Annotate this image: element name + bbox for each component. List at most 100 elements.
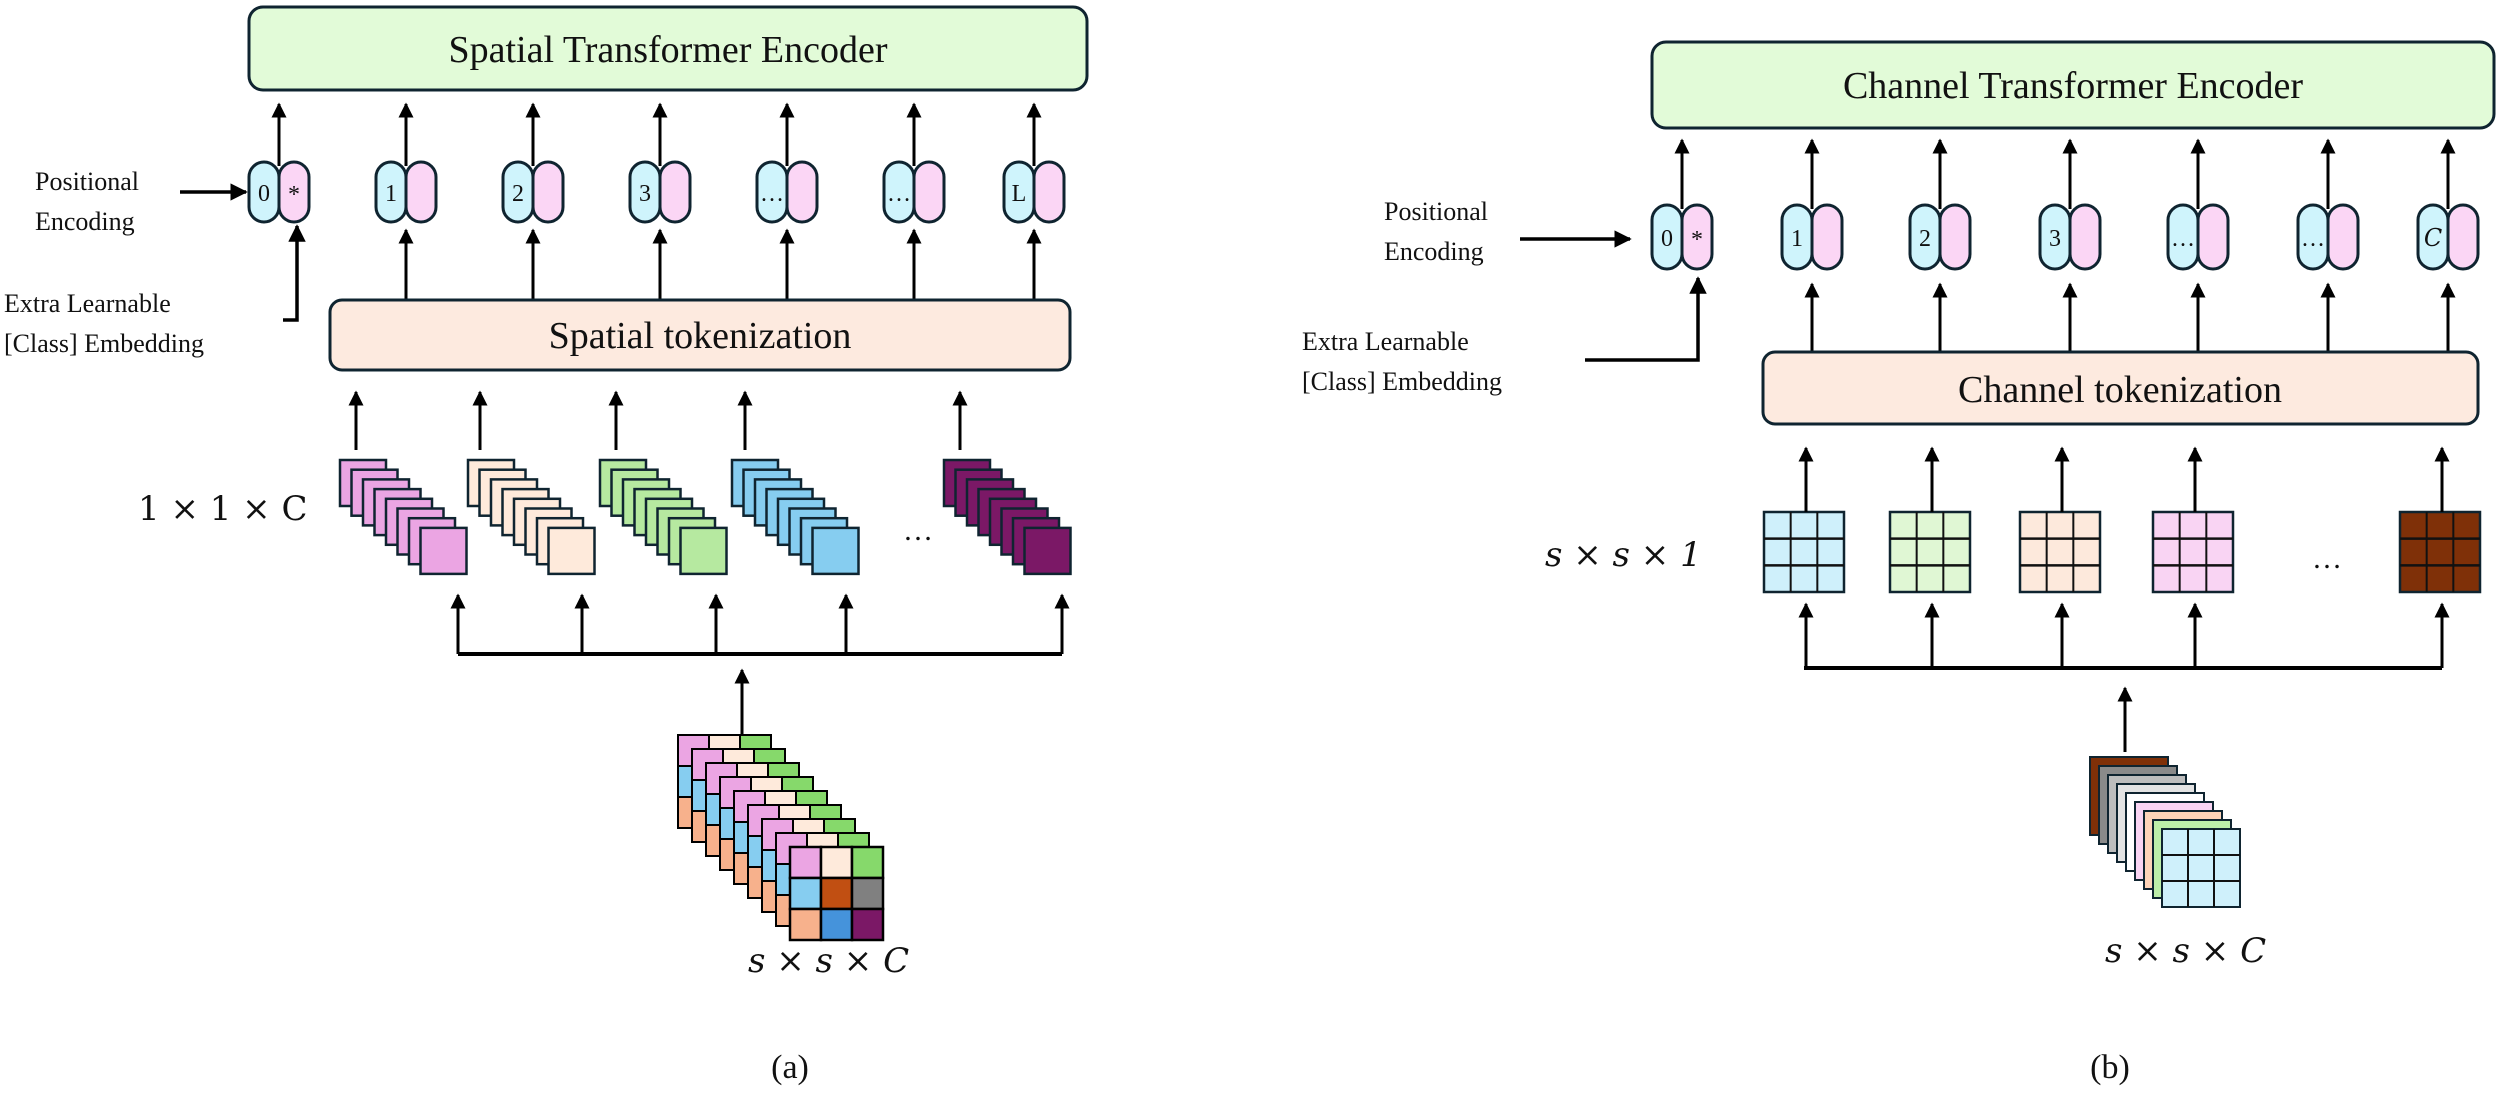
cube-front-cell: [850, 876, 885, 911]
grid-frame: [2151, 510, 2235, 594]
token-pair: …: [2166, 138, 2230, 352]
patch-embedding-token: [785, 160, 819, 224]
token-index-label: 1: [385, 181, 397, 207]
cube-front-cell: [850, 845, 885, 880]
token-pair: 0*: [247, 102, 311, 224]
token-pair: …: [2296, 138, 2360, 352]
patch-embedding-token: [2068, 203, 2102, 271]
channel-slice: [419, 526, 468, 576]
grid-frame: [1762, 510, 1846, 594]
patch-embedding-token: [1032, 160, 1066, 224]
spatial-tokenization-label: Spatial tokenization: [549, 315, 852, 357]
channel-feature-grids: …: [1762, 446, 2482, 752]
cube-front-cell: [819, 845, 854, 880]
feature-vector-stack: [942, 390, 1072, 654]
spatial-feature-stacks: …: [338, 390, 1072, 738]
channel-transformer-encoder-label: Channel Transformer Encoder: [1843, 65, 2303, 107]
token-index-label: 2: [512, 181, 524, 207]
input-size-label-sxsxC: s × s × C: [748, 941, 909, 981]
channel-map: [2161, 828, 2241, 908]
caption-b: (b): [2090, 1049, 2130, 1086]
spatial-input-cube: [677, 734, 885, 942]
caption-a: (a): [771, 1049, 809, 1086]
spatial-map-grid: [2018, 446, 2102, 668]
channel-slice: [547, 526, 596, 576]
token-pair: 1: [374, 102, 438, 300]
class-embedding-label-line1: Extra Learnable: [4, 289, 171, 318]
token-pair: …: [755, 102, 819, 300]
patch-embedding-token: [2326, 203, 2360, 271]
token-index-label: 0: [258, 181, 270, 207]
patch-embedding-token: [2446, 203, 2480, 271]
ellipsis-label: …: [2312, 542, 2342, 575]
patch-embedding-token: [658, 160, 692, 224]
token-index-label: …: [2171, 226, 2195, 252]
class-token-symbol: *: [288, 182, 300, 208]
class-embedding-arrow: [283, 224, 306, 322]
channel-slice: [811, 526, 860, 576]
spatial-map-grid: [2151, 446, 2235, 668]
token-pair: L: [1002, 102, 1066, 300]
spatial-map-grid: [1762, 446, 1846, 668]
token-index-label: L: [1012, 181, 1027, 207]
feature-vector-stack: [338, 390, 468, 654]
token-pair: 0*: [1650, 138, 1714, 271]
patch-embedding-token: [2196, 203, 2230, 271]
token-index-label: 3: [2049, 226, 2061, 252]
token-pair: 2: [1908, 138, 1972, 352]
token-pair: 2: [501, 102, 565, 300]
patch-embedding-token: [1810, 203, 1844, 271]
spatial-transformer-encoder-label: Spatial Transformer Encoder: [448, 29, 887, 71]
token-pair: …: [882, 102, 946, 300]
cube-front-cell: [819, 907, 854, 942]
feature-vector-stack: [598, 390, 728, 654]
class-token-symbol: *: [1691, 227, 1703, 253]
patch-embedding-token: [912, 160, 946, 224]
cube-front-cell: [788, 876, 823, 911]
spatial-map-grid: [2398, 446, 2482, 668]
feature-size-label-1x1xC: 1 × 1 × C: [138, 489, 308, 529]
grid-frame: [2398, 510, 2482, 594]
feature-vector-stack: [466, 390, 596, 654]
patch-embedding-token: [1680, 203, 1714, 271]
token-index-label: C: [2424, 224, 2442, 252]
channel-slice: [1023, 526, 1072, 576]
patch-embedding-token: [277, 160, 311, 224]
token-pair: C: [2416, 138, 2480, 352]
token-pair: 3: [628, 102, 692, 300]
cube-front-cell: [819, 876, 854, 911]
token-index-label: 0: [1661, 226, 1673, 252]
patch-embedding-token: [1938, 203, 1972, 271]
channel-tokenization-label: Channel tokenization: [1958, 369, 2282, 411]
channel-transformer-encoder-box: [1650, 40, 2496, 130]
class-embedding-label-line1: Extra Learnable: [1302, 327, 1469, 356]
spatial-tokenization-box: [328, 298, 1072, 372]
token-index-label: 2: [1919, 226, 1931, 252]
token-index-label: …: [760, 181, 784, 207]
token-pair: 1: [1780, 138, 1844, 352]
cube-front-cell: [788, 907, 823, 942]
cube-front-cell: [850, 907, 885, 942]
grid-frame: [1888, 510, 1972, 594]
input-size-label-sxsxC: s × s × C: [2105, 931, 2266, 971]
token-index-label: 3: [639, 181, 651, 207]
positional-encoding-label-line1: Positional: [1384, 197, 1488, 226]
token-index-label: …: [2301, 226, 2325, 252]
feature-vector-stack: [730, 390, 860, 654]
channel-input-stack: [2089, 756, 2241, 908]
patch-embedding-token: [531, 160, 565, 224]
token-pair: 3: [2038, 138, 2102, 352]
token-index-label: 1: [1791, 226, 1803, 252]
positional-encoding-label-line2: Encoding: [35, 207, 135, 236]
grid-frame: [2018, 510, 2102, 594]
token-index-label: …: [887, 181, 911, 207]
patch-embedding-token: [404, 160, 438, 224]
class-embedding-arrow: [1585, 276, 1707, 362]
positional-encoding-label-line2: Encoding: [1384, 237, 1484, 266]
channel-slice: [679, 526, 728, 576]
spatial-transformer-encoder-box: [247, 5, 1089, 92]
